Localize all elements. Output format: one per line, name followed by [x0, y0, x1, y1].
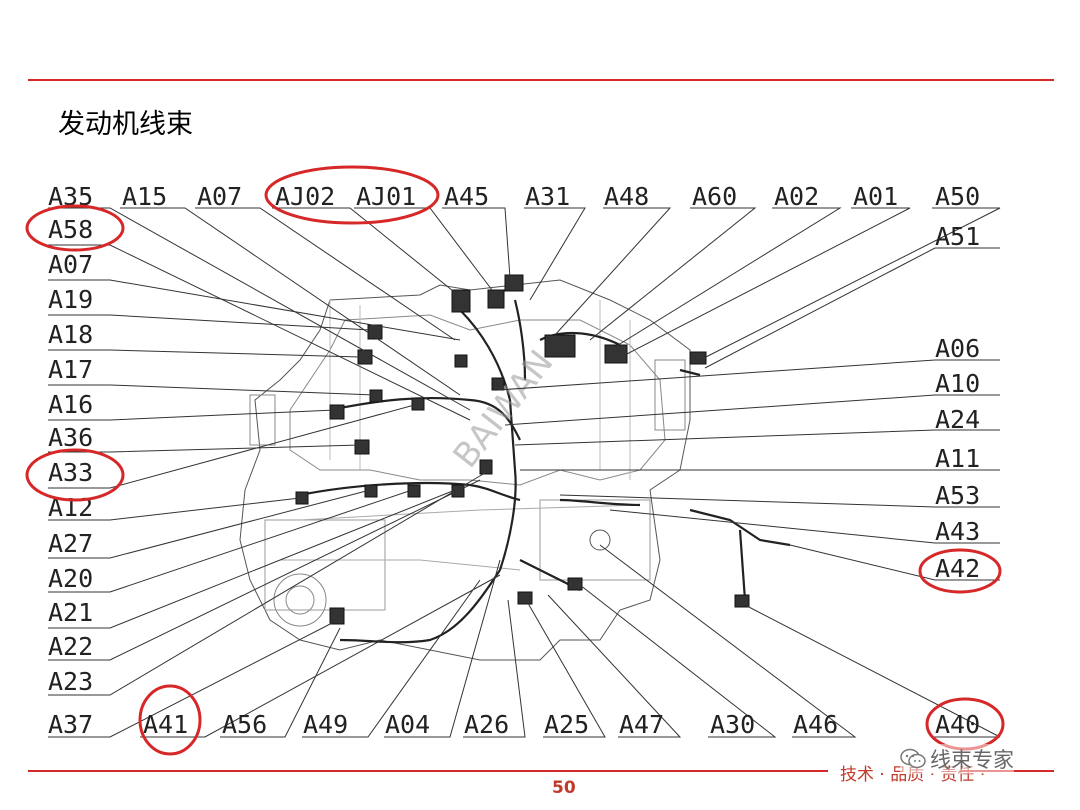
label-a37: A37: [48, 710, 93, 739]
label-a17: A17: [48, 355, 93, 384]
page-title: 发动机线束: [58, 109, 193, 140]
label-a40: A40: [935, 710, 980, 739]
label-a42: A42: [935, 554, 980, 583]
label-a22: A22: [48, 632, 93, 661]
label-a41: A41: [143, 710, 188, 739]
label-a50: A50: [935, 182, 980, 211]
label-a58: A58: [48, 215, 93, 244]
header-rule: [28, 79, 1054, 81]
label-a24: A24: [935, 405, 980, 434]
label-a15: A15: [122, 182, 167, 211]
label-a10: A10: [935, 369, 980, 398]
account-watermark: 线束专家: [900, 744, 1014, 774]
label-a48: A48: [604, 182, 649, 211]
label-a46: A46: [793, 710, 838, 739]
label-a07-left: A07: [48, 250, 93, 279]
label-a18: A18: [48, 320, 93, 349]
label-a16: A16: [48, 390, 93, 419]
label-aj02: AJ02: [275, 182, 335, 211]
leader-lines: [48, 207, 1001, 738]
labels-bottom-row: A37 A41 A56 A49 A04 A26 A25 A47 A30 A46 …: [48, 710, 980, 739]
highlight-a58: [25, 204, 125, 252]
label-a07-top: A07: [197, 182, 242, 211]
label-a25: A25: [544, 710, 589, 739]
label-a56: A56: [222, 710, 267, 739]
label-a26: A26: [464, 710, 509, 739]
label-a06: A06: [935, 334, 980, 363]
wechat-icon: [900, 748, 926, 769]
label-a51: A51: [935, 222, 980, 251]
label-a60: A60: [692, 182, 737, 211]
connectors: [295, 274, 750, 625]
label-a02: A02: [774, 182, 819, 211]
label-a01: A01: [853, 182, 898, 211]
label-a19: A19: [48, 285, 93, 314]
label-a49: A49: [303, 710, 348, 739]
label-aj01: AJ01: [356, 182, 416, 211]
labels-top-row: A35 A15 A07 AJ02 AJ01 A45 A31 A48 A60 A0…: [48, 182, 980, 211]
label-a36: A36: [48, 423, 93, 452]
highlight-a42: [918, 548, 1002, 594]
labels-left-column: A58 A07 A19 A18 A17 A16 A36 A33 A12 A27 …: [48, 215, 93, 696]
label-a33: A33: [48, 458, 93, 487]
highlight-aj02-aj01: [264, 165, 440, 225]
label-a23: A23: [48, 667, 93, 696]
label-a45: A45: [444, 182, 489, 211]
label-a43: A43: [935, 517, 980, 546]
highlight-ellipses: [25, 165, 1005, 756]
label-a53: A53: [935, 481, 980, 510]
highlight-a33: [25, 448, 125, 502]
page-number: 50: [552, 778, 576, 798]
watermark-text: 线束专家: [930, 748, 1014, 772]
label-a21: A21: [48, 598, 93, 627]
label-a31: A31: [525, 182, 570, 211]
label-a47: A47: [619, 710, 664, 739]
footer-rule: [28, 770, 828, 772]
label-a27: A27: [48, 529, 93, 558]
highlight-a41: [138, 684, 202, 756]
label-a04: A04: [385, 710, 430, 739]
label-a11: A11: [935, 444, 980, 473]
labels-right-column: A51 A06 A10 A24 A11 A53 A43 A42: [935, 222, 980, 583]
label-a20: A20: [48, 564, 93, 593]
label-a30: A30: [710, 710, 755, 739]
harness-wires: [299, 299, 791, 644]
